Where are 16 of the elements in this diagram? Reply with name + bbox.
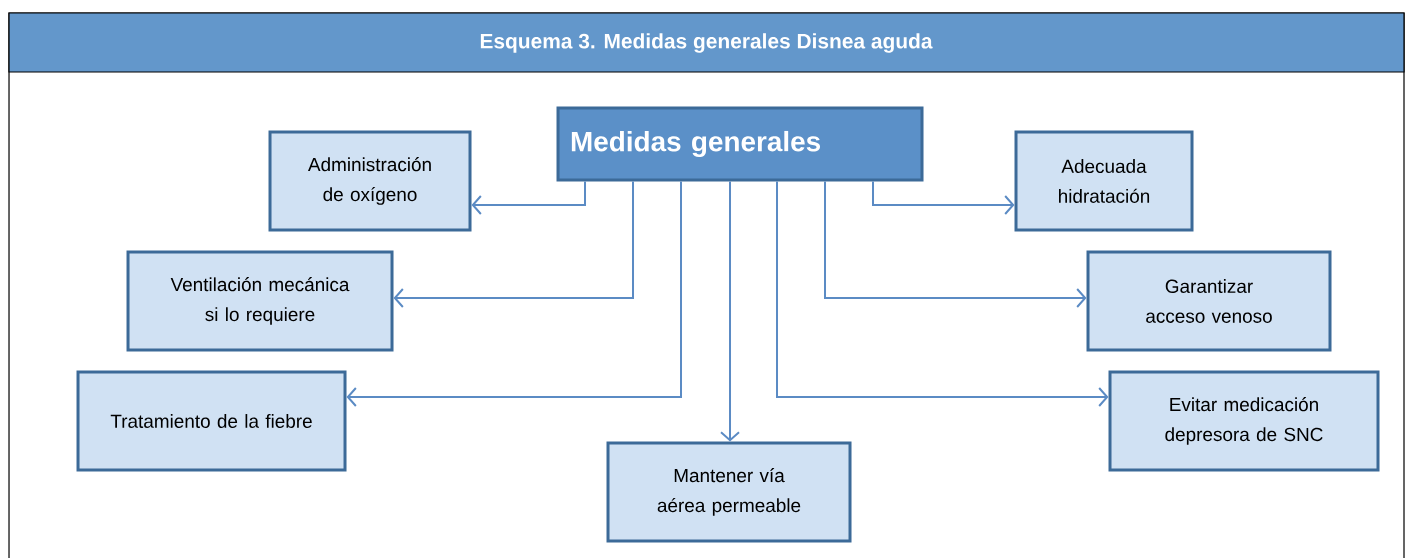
arrow — [824, 180, 1087, 308]
arrow — [346, 180, 682, 407]
measure-box: Ventilación mecánica si lo requiere — [126, 250, 394, 352]
arrow — [471, 180, 586, 215]
measure-box: Adecuada hidratación — [1014, 130, 1194, 232]
measure-box: Mantener vía aérea permeable — [606, 441, 852, 543]
arrow — [720, 180, 740, 442]
arrow — [776, 180, 1109, 407]
measure-box: Garantizar acceso venoso — [1086, 250, 1332, 352]
arrow — [872, 180, 1015, 215]
arrow — [393, 180, 634, 308]
measure-box: Tratamiento de la fiebre — [76, 370, 347, 472]
title-bar: Esquema 3. Medidas generales Disnea aguda — [8, 12, 1405, 73]
main-box: Medidas generales — [556, 106, 924, 182]
measure-box: Evitar medicación depresora de SNC — [1108, 370, 1380, 472]
measure-box: Administración de oxígeno — [268, 130, 472, 232]
